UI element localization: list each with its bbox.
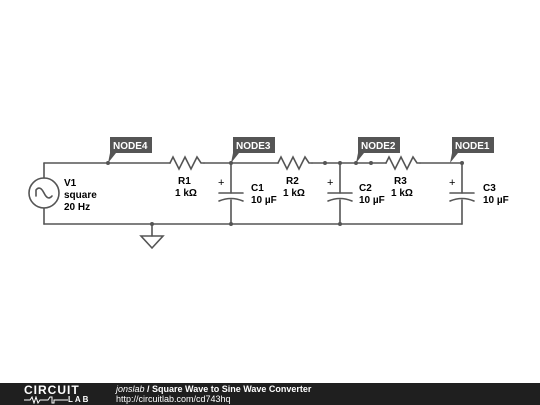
node-tag-label: NODE1 [455,141,490,152]
logo-text-lab: LAB [68,395,91,404]
capacitor-c3-name: C3 [483,183,496,194]
footer-bar: CIRCUIT LAB jonslab / Square Wave to Sin… [0,383,540,405]
square-wave-glyph [35,187,53,199]
capacitor-c2-name: C2 [359,183,372,194]
node-tag-node2[interactable]: NODE2 [356,137,400,163]
circuit-url-link[interactable]: http://circuitlab.com/cd743hq [116,394,231,404]
credit-separator: / [144,384,153,394]
capacitor-c1-polarity: + [218,177,224,189]
junction-dot [338,222,342,226]
node-tag-label: NODE3 [236,141,271,152]
capacitor-c2-value: 10 µF [359,195,385,206]
capacitor-c3-plate-bottom [449,197,475,202]
junction-dot [338,161,342,165]
capacitor-c1-value: 10 µF [251,195,277,206]
source-frequency: 20 Hz [64,202,90,213]
resistor-r3-name: R3 [394,176,407,187]
junction-dot [229,222,233,226]
logo-text-circuit: CIRCUIT [24,383,80,397]
circuit-credit: jonslab / Square Wave to Sine Wave Conve… [116,384,311,394]
resistor-r3-symbol [385,155,421,171]
resistor-r1-value: 1 kΩ [175,188,197,199]
capacitor-c3-value: 10 µF [483,195,509,206]
schematic-canvas: V1 square 20 Hz + C1 10 µF + C2 10 µF + … [28,137,509,250]
resistor-r2-name: R2 [286,176,299,187]
junction-dot [323,161,327,165]
node-tag-node1[interactable]: NODE1 [450,137,494,163]
capacitor-c1-name: C1 [251,183,264,194]
node-tag-label: NODE2 [361,141,396,152]
capacitor-c3-polarity: + [449,177,455,189]
node-tag-label: NODE4 [113,141,148,152]
node-tag-node4[interactable]: NODE4 [108,137,152,163]
circuitlab-logo[interactable]: CIRCUIT LAB [24,383,104,405]
ground-symbol [139,235,165,250]
junction-dot [369,161,373,165]
voltage-source-symbol [28,177,60,209]
resistor-r2-symbol [277,155,313,171]
capacitor-c1-plate-bottom [218,197,244,202]
resistor-r1-symbol [169,155,205,171]
node-tag-node3[interactable]: NODE3 [231,137,275,163]
source-name: V1 [64,178,77,189]
capacitor-c2-polarity: + [327,177,333,189]
capacitor-c2-plate-bottom [327,197,353,202]
source-type: square [64,190,97,201]
resistor-r2-value: 1 kΩ [283,188,305,199]
resistor-r3-value: 1 kΩ [391,188,413,199]
circuit-title: Square Wave to Sine Wave Converter [152,384,312,394]
resistor-r1-name: R1 [178,176,191,187]
logo-wave-icon [24,396,68,404]
schematic-diagram: V1 square 20 Hz + C1 10 µF + C2 10 µF + … [28,137,509,250]
junction-dot [460,161,464,165]
author-name[interactable]: jonslab [116,384,145,394]
